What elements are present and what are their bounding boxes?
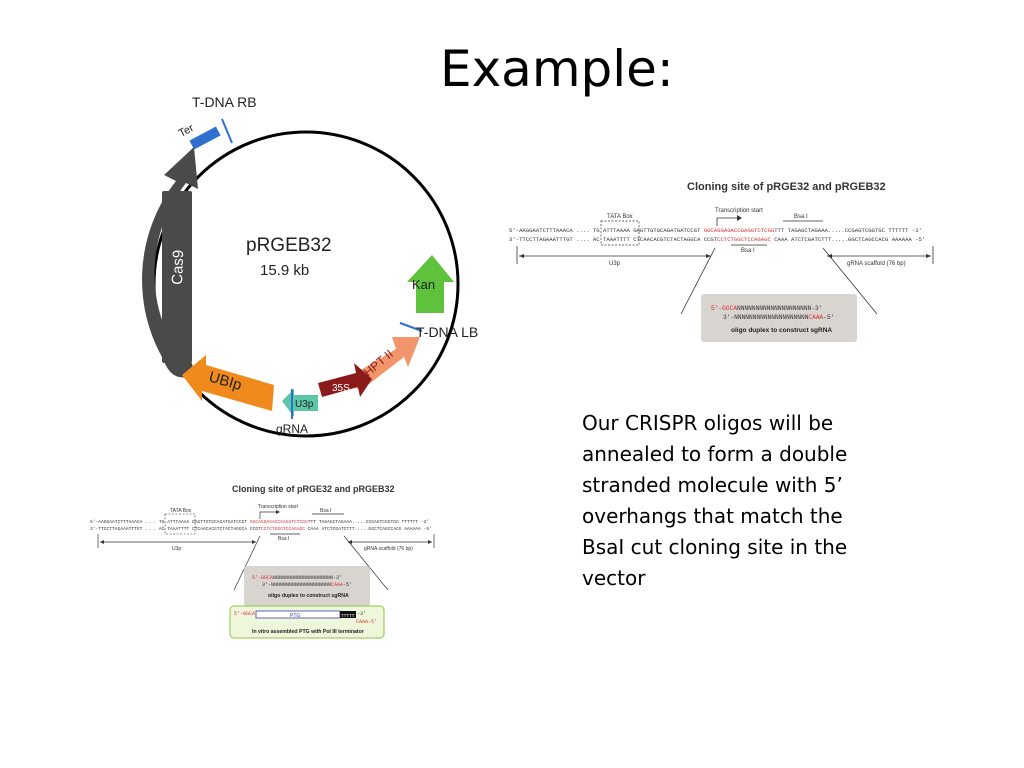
tdna-lb-tick	[399, 322, 423, 332]
p35s-arrow	[318, 363, 372, 397]
oligo-l2-a-b: 3'-NNNNNNNNNNNNNNNNNNNN	[262, 582, 331, 588]
cloning-title: Cloning site of pRGE32 and pRGEB32	[687, 181, 886, 193]
ptg-t-label: TTTTT	[341, 613, 355, 619]
bsa-bottom-label: Bsa I	[741, 248, 755, 254]
p35s-label: 35S	[332, 383, 350, 394]
plasmid-map: T-DNA RB Ter Cas9 pRGEB32 15.9 kb Kan T-…	[142, 94, 478, 438]
grna-label: gRNA	[276, 422, 308, 436]
seq-bot-a-b: 3'-TTCCTTAGAAATTTGT .... AC TAAATTTT CTC…	[90, 526, 261, 532]
oligo-caption-b: oligo duplex to construct sgRNA	[268, 593, 349, 599]
tdna-rb-label: T-DNA RB	[192, 94, 257, 110]
oligo-l1-b-b: NNNNNNNNNNNNNNNNNNNN-3'	[273, 575, 342, 581]
funnel-right	[822, 247, 878, 315]
oligo-l2-a: 3'-NNNNNNNNNNNNNNNNNNNN	[723, 314, 809, 321]
seq-top-red-b: GGCAGGAGACCGAGGTCTCGG	[250, 519, 308, 525]
oligo-l2-red: CAAA	[808, 314, 823, 321]
ptg-label: PTG	[290, 613, 300, 619]
funnel-left-b	[233, 535, 261, 591]
u3p-arrow-left	[519, 254, 524, 258]
grna-scaffold-label-b: gRNA scaffold (76 bp)	[364, 546, 413, 552]
u3p-arrow-left-b	[100, 540, 104, 544]
seq-top-red: GGCAGGAGACCGAGGTCTCGG	[704, 227, 775, 234]
seq-bot-red-b: CCTCTGGCTCCAGAGC	[261, 526, 305, 532]
oligo-l1-red: 5'-GGCA	[711, 305, 737, 312]
grna-scaffold-label: gRNA scaffold (76 bp)	[847, 261, 906, 267]
ptg-left-red: 5'-GGCA	[234, 611, 255, 617]
tata-box-label-b: TATA Box	[170, 508, 192, 514]
ptg-right: -3'	[357, 611, 366, 617]
seq-bot-b: CAAA ATCTCGATCTTT.....GGCTCAGCCACG AAAAA…	[771, 236, 925, 243]
oligo-line-1-b: 5'-GGCANNNNNNNNNNNNNNNNNNNN-3'	[252, 575, 342, 581]
tdna-lb-label: T-DNA LB	[416, 324, 478, 340]
cas9-body	[162, 191, 192, 363]
ptg-caption: In vitro assembled PTG with Pol III term…	[252, 629, 364, 635]
oligo-l2-red-b: CAAA	[331, 582, 343, 588]
oligo-l1-red-b: 5'-GGCA	[252, 575, 273, 581]
ter-label: Ter	[177, 122, 196, 140]
seq-bottom-strand-b: 3'-TTCCTTAGAAATTTGT .... AC TAAATTTT CTC…	[90, 526, 432, 532]
cloning-site-figure-bottom: Cloning site of pRGE32 and pRGEB32 TATA …	[90, 484, 435, 639]
ptg-terminator	[340, 611, 356, 618]
bsa-top-label: Bsa I	[794, 214, 808, 220]
u3p-span-label: U3p	[609, 261, 621, 267]
cas9-tail	[162, 347, 194, 378]
tata-box-frame	[600, 220, 640, 246]
transcription-start-label-b: Transcription start	[258, 504, 298, 510]
funnel-right-b	[343, 535, 389, 591]
slide-title: Example:	[440, 40, 674, 98]
oligo-l1-b: NNNNNNNNNNNNNNNNNNNN-3'	[737, 305, 822, 312]
oligo-caption: oligo duplex to construct sgRNA	[731, 327, 832, 334]
u3p-arrow-right-b	[252, 540, 256, 544]
transcription-arrow	[716, 217, 737, 226]
oligo-l2-b-b: -5'	[343, 582, 352, 588]
transcription-arrowhead-b	[276, 510, 280, 514]
kan-arrow	[407, 255, 454, 313]
seq-top-strand: 5'-AAGGAATCTTTAAACA .... TG ATTTAAAA GAG…	[509, 227, 922, 234]
oligo-line-2: 3'-NNNNNNNNNNNNNNNNNNNNCAAA-5'	[723, 314, 834, 321]
oligo-line-2-b: 3'-NNNNNNNNNNNNNNNNNNNNCAAA-5'	[262, 582, 352, 588]
ptg-right-red: CAAA-5'	[356, 619, 377, 625]
seq-top-b: TTT TAGAGCTAGAAA.....CCGAGTCGGTGC TTTTTT…	[774, 227, 922, 234]
kan-label: Kan	[412, 277, 435, 292]
plasmid-size: 15.9 kb	[260, 262, 309, 279]
funnel-left	[680, 247, 716, 315]
u3p-arrow-right	[706, 254, 711, 258]
bsa-bottom-label-b: Bsa I	[278, 536, 289, 542]
seq-top-a: 5'-AAGGAATCTTTAAACA .... TG ATTTAAAA GAG…	[509, 227, 704, 234]
tata-box-frame-b	[164, 513, 196, 535]
cas9-arrow	[142, 147, 198, 367]
grna-arrow-left-b	[348, 540, 352, 544]
oligo-duplex-box	[701, 294, 857, 342]
explanation-text: Our CRISPR oligos will be annealed to fo…	[582, 411, 848, 590]
seq-top-b-b: TTT TAGAGCTAGAAA.....CCGAGTCGGTGC TTTTTT…	[308, 519, 429, 525]
grna-arrow-right-b	[428, 540, 432, 544]
seq-bot-a: 3'-TTCCTTAGAAATTTGT .... AC TAAATTTT CTC…	[509, 236, 718, 243]
plasmid-name: pRGEB32	[246, 235, 332, 256]
cas9-label: Cas9	[169, 250, 187, 286]
oligo-line-1: 5'-GGCANNNNNNNNNNNNNNNNNNNN-3'	[711, 305, 822, 312]
oligo-duplex-box-b	[244, 566, 370, 606]
grna-arrow-right	[926, 254, 931, 258]
oligo-l2-b: -5'	[823, 314, 834, 321]
tdna-rb-tick	[221, 118, 233, 144]
seq-top-a-b: 5'-AAGGAATCTTTAAACA .... TG ATTTAAAA GAG…	[90, 519, 250, 525]
u3p-span-label-b: U3p	[172, 546, 181, 552]
ter-block	[189, 126, 221, 150]
cloning-title-b: Cloning site of pRGE32 and pRGEB32	[232, 484, 395, 494]
u3p-label: U3p	[295, 399, 314, 410]
transcription-start-label: Transcription start	[715, 208, 763, 214]
cloning-site-figure-top: Cloning site of pRGE32 and pRGEB32 TATA …	[509, 181, 934, 342]
bsa-top-label-b: Bsa I	[320, 508, 331, 514]
transcription-arrowhead	[737, 215, 742, 221]
seq-bot-b-b: CAAA ATCTCGATCTTT.....GGCTCAGCCACG AAAAA…	[305, 526, 432, 532]
seq-top-strand-b: 5'-AAGGAATCTTTAAACA .... TG ATTTAAAA GAG…	[90, 519, 429, 525]
tata-box-label: TATA Box	[607, 214, 633, 220]
seq-bot-red: CCTCTGGCTCCAGAGC	[717, 236, 771, 243]
seq-bottom-strand: 3'-TTCCTTAGAAATTTGT .... AC TAAATTTT CTC…	[509, 236, 925, 243]
ubip-arrow	[182, 355, 274, 411]
transcription-arrow-b	[259, 511, 276, 519]
